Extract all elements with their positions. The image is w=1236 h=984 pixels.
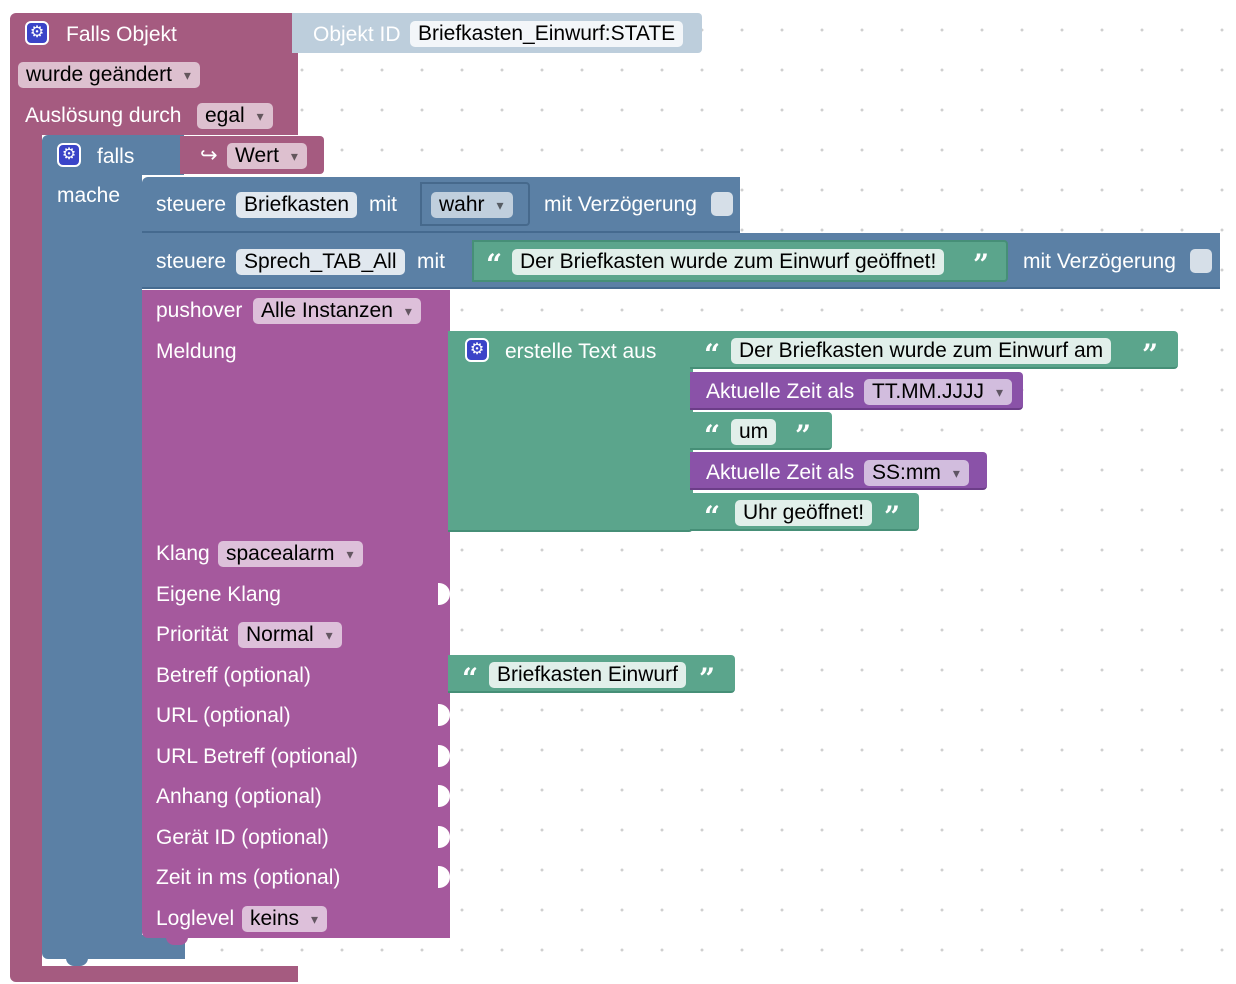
text-join-label: erstelle Text aus [505,340,657,363]
quote-close-icon: ” [1142,338,1159,371]
priority-label: Priorität [156,623,229,646]
trigger-block-body [10,130,42,968]
current-time-label: Aktuelle Zeit als [706,461,855,484]
text-part-5-value[interactable]: Uhr geöffnet! [735,500,873,526]
gear-icon[interactable]: ⚙ [465,338,489,362]
pushover-instance-dropdown[interactable]: Alle Instanzen [253,298,421,324]
pushover-label: pushover [156,299,243,322]
gear-icon[interactable]: ⚙ [57,143,81,167]
quote-close-icon: ” [699,662,716,695]
subject-value[interactable]: Briefkasten Einwurf [489,662,686,688]
date-format-dropdown[interactable]: TT.MM.JJJJ [864,379,1012,405]
control-mit-label: mit [369,193,397,216]
delay-label: mit Verzögerung [1023,250,1176,273]
quote-open-icon: “ [704,338,721,371]
control-target[interactable]: Sprech_TAB_All [236,249,405,275]
socket-attachment [438,785,450,807]
text-part-1-value[interactable]: Der Briefkasten wurde zum Einwurf am [731,338,1112,364]
delay-checkbox[interactable] [1190,249,1212,273]
pushover-block[interactable] [142,290,450,938]
loglevel-dropdown[interactable]: keins [242,906,328,932]
attachment-label: Anhang (optional) [156,785,322,808]
gear-icon[interactable]: ⚙ [25,21,49,45]
priority-dropdown[interactable]: Normal [238,622,342,648]
bool-dropdown[interactable]: wahr [431,192,513,218]
sound-dropdown[interactable]: spacealarm [218,541,363,567]
socket-url [438,704,450,726]
socket-sound [438,583,450,605]
socket-url-title [438,745,450,767]
change-mode-dropdown[interactable]: wurde geändert [18,62,200,88]
message-label: Meldung [156,340,237,363]
control-target[interactable]: Briefkasten [236,192,358,218]
sound-label: Klang [156,542,210,565]
quote-close-icon: ” [795,419,812,452]
falls-label: falls [97,145,135,168]
subject-label: Betreff (optional) [156,664,311,687]
socket-time [438,866,450,888]
control-label: steuere [156,193,227,216]
control-label: steuere [156,250,227,273]
quote-open-icon: “ [462,662,479,695]
if-block-footer [42,935,185,959]
current-time-label: Aktuelle Zeit als [706,380,855,403]
time-format-dropdown[interactable]: SS:mm [864,460,969,486]
delay-label: mit Verzögerung [544,193,697,216]
if-block-next-tab [66,958,88,966]
trigger-source-label: Auslösung durch [25,104,182,127]
pushover-next-tab [166,937,188,945]
loglevel-label: Loglevel [156,907,235,930]
delay-checkbox[interactable] [711,192,733,216]
device-label: Gerät ID (optional) [156,826,329,849]
custom-sound-label: Eigene Klang [156,583,281,606]
time-ms-label: Zeit in ms (optional) [156,866,341,889]
object-id-label: Objekt ID [313,23,401,46]
trigger-source-dropdown[interactable]: egal [197,103,273,129]
url-title-label: URL Betreff (optional) [156,745,358,768]
quote-open-icon: “ [704,419,721,452]
object-id-value[interactable]: Briefkasten_Einwurf:STATE [410,21,684,47]
quote-close-icon: ” [884,500,901,533]
control-mit-label: mit [417,250,445,273]
quote-open-icon: “ [704,500,721,533]
return-arrow-icon: ↪ [200,144,218,167]
text-part-3-value[interactable]: um [731,419,777,445]
trigger-title: Falls Objekt [66,23,177,46]
if-block-condition-strip [142,135,184,175]
if-block-body [42,175,142,945]
url-label: URL (optional) [156,704,291,727]
text-value[interactable]: Der Briefkasten wurde zum Einwurf geöffn… [512,249,945,275]
value-dropdown[interactable]: Wert [227,143,307,169]
trigger-block-footer [10,966,298,982]
text-join-block[interactable] [448,331,693,532]
quote-close-icon: ” [973,248,990,281]
mache-label: mache [57,184,121,207]
quote-open-icon: “ [486,248,503,281]
socket-device [438,826,450,848]
